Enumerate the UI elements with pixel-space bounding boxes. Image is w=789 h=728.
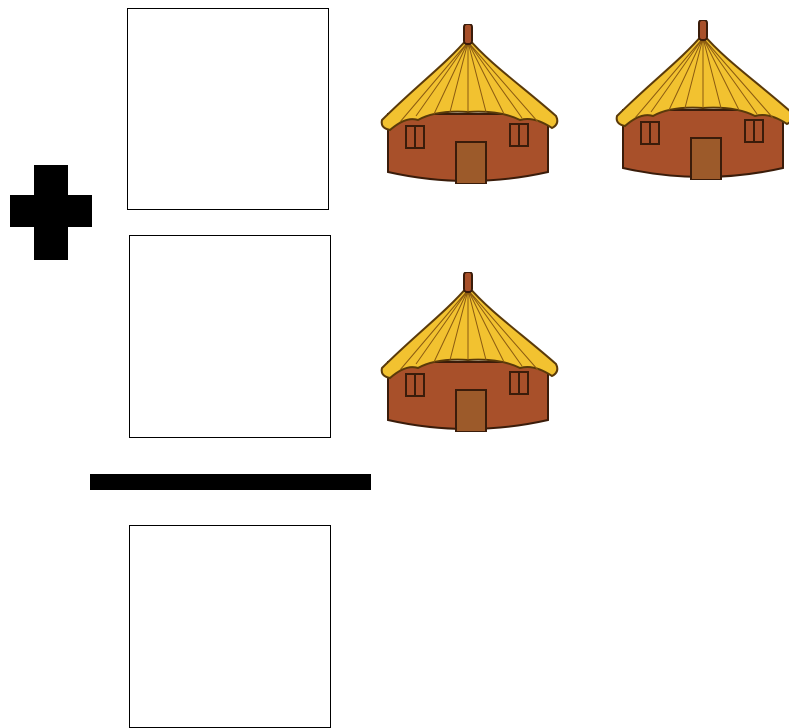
- plus-icon: [10, 165, 92, 260]
- hut-icon: [376, 24, 560, 184]
- equals-bar: [90, 474, 371, 490]
- answer-box-second-addend[interactable]: [129, 235, 331, 438]
- answer-box-sum[interactable]: [129, 525, 331, 728]
- hut-icon: [611, 20, 789, 180]
- hut-icon: [376, 272, 560, 432]
- answer-box-first-addend[interactable]: [127, 8, 329, 210]
